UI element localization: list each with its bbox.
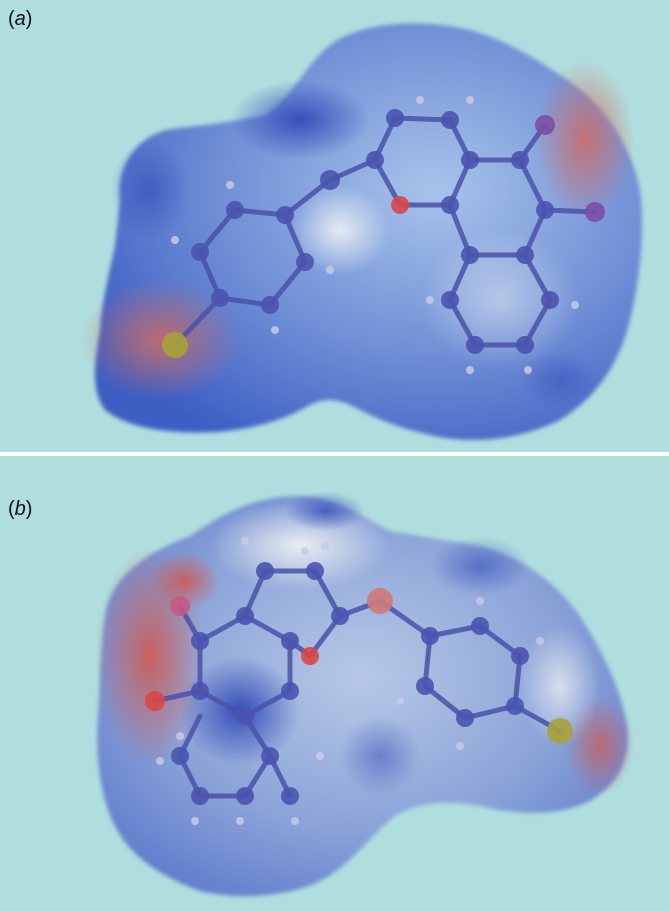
panel-a-hydrogens: [171, 96, 579, 374]
panel-b-hydrogens: [156, 537, 544, 825]
panel-divider: [0, 452, 669, 456]
panel-b-label: (b): [8, 498, 33, 520]
panel-a-atoms: [162, 109, 605, 358]
panel-a-surface-image: [0, 0, 669, 452]
panel-a-label: (a): [8, 8, 33, 30]
panel-b-surface-image: [0, 456, 669, 911]
panel-a: (a): [0, 0, 669, 452]
panel-b-atoms: [145, 562, 573, 805]
panel-b: (b): [0, 456, 669, 911]
